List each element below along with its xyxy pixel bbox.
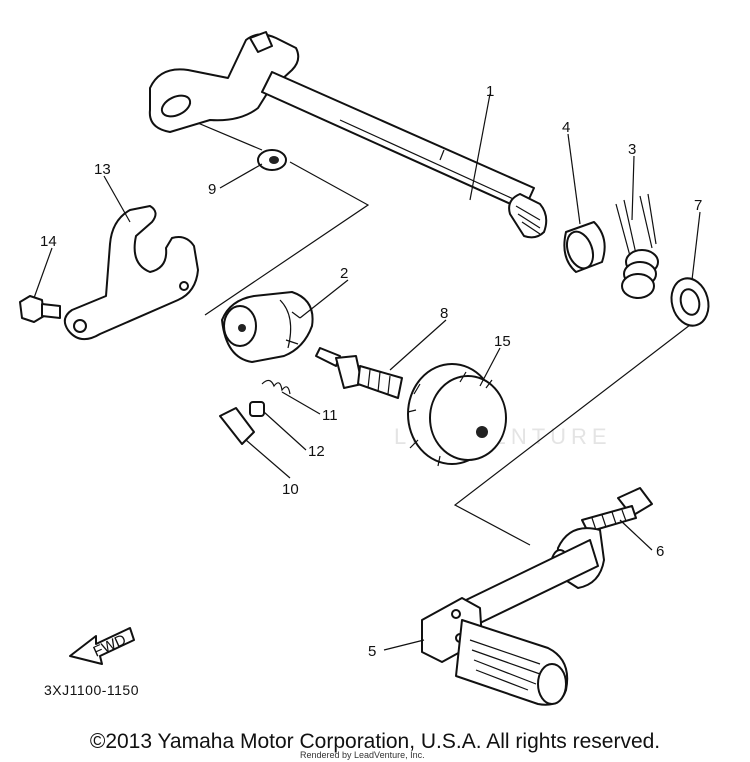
- part-7-oil-seal[interactable]: [666, 274, 713, 330]
- callout-10: 10: [282, 481, 299, 498]
- pedal-rubber-texture: [469, 639, 541, 691]
- part-3-torsion-spring[interactable]: [615, 193, 659, 299]
- callout-14: 14: [40, 233, 57, 250]
- callout-12: 12: [308, 443, 325, 460]
- part-11-spring[interactable]: [261, 379, 291, 395]
- part-2-segment[interactable]: [221, 291, 314, 363]
- part-13-stopper-plate[interactable]: [63, 205, 199, 341]
- callout-3: 3: [628, 141, 636, 158]
- callout-6: 6: [656, 543, 664, 560]
- callout-9: 9: [208, 181, 216, 198]
- callout-11: 11: [322, 407, 338, 424]
- part-1-shift-shaft[interactable]: [148, 31, 548, 239]
- fwd-arrow-icon: [69, 627, 135, 665]
- rendered-by-notice: Rendered by LeadVenture, Inc.: [300, 750, 425, 760]
- callout-1: 1: [486, 83, 494, 100]
- callout-8: 8: [440, 305, 448, 322]
- part-14-bolt[interactable]: [19, 295, 61, 323]
- callout-5: 5: [368, 643, 376, 660]
- part-8-shaft[interactable]: [315, 347, 403, 399]
- part-code: 3XJ1100-1150: [44, 682, 139, 698]
- part-4-bushing[interactable]: [562, 221, 606, 273]
- callout-2: 2: [340, 265, 348, 282]
- callout-numbers: 1 2 3 4 5 6 7 8 9 10 11 12 13 14 15: [40, 83, 702, 660]
- callout-leader-lines: [33, 93, 701, 651]
- part-10-stopper[interactable]: [219, 407, 255, 445]
- callout-15: 15: [494, 333, 511, 350]
- callout-13: 13: [94, 161, 111, 178]
- part-15-shift-drum-segment[interactable]: [407, 363, 507, 467]
- copyright-notice: ©2013 Yamaha Motor Corporation, U.S.A. A…: [89, 730, 661, 753]
- callout-7: 7: [694, 197, 702, 214]
- part-5-shift-pedal[interactable]: [421, 527, 605, 706]
- callout-4: 4: [562, 119, 570, 136]
- part-12-pin[interactable]: [249, 401, 265, 417]
- part-9-washer[interactable]: [257, 149, 287, 171]
- part-6-bolt[interactable]: [581, 487, 653, 533]
